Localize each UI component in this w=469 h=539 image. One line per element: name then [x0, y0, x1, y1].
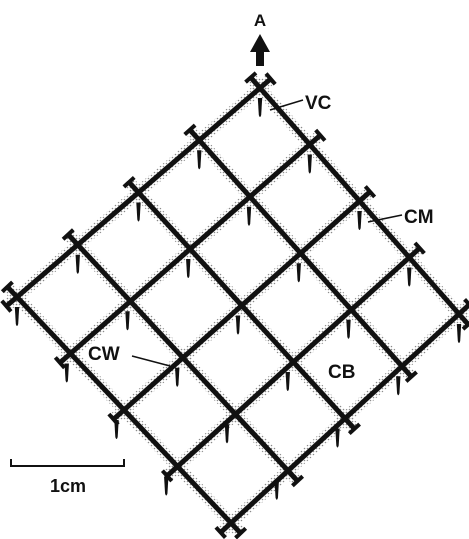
spike — [335, 428, 340, 448]
spike — [197, 150, 202, 170]
spike-mark — [64, 363, 69, 383]
line-end-cap — [0, 280, 14, 294]
direction-arrow: A — [250, 11, 270, 66]
spike — [136, 202, 141, 222]
spike — [357, 211, 362, 230]
grid-line — [218, 302, 469, 535]
spike-mark — [175, 367, 180, 387]
arrow-up-icon — [250, 34, 270, 66]
spike — [407, 267, 412, 287]
spike-mark — [246, 206, 252, 226]
spike-mark — [257, 98, 263, 117]
grid-line — [165, 246, 422, 478]
line-end-cap — [291, 474, 305, 488]
spike-mark — [296, 263, 301, 283]
grid-line — [111, 189, 372, 422]
spike-mark — [307, 154, 312, 174]
cb-label: CB — [328, 362, 355, 383]
spike-mark — [346, 319, 351, 339]
spike — [64, 363, 69, 383]
spike-mark — [224, 424, 230, 444]
spike — [307, 154, 312, 174]
spike — [456, 324, 462, 343]
line-end-cap — [160, 469, 174, 483]
spike-mark — [335, 428, 340, 448]
spike-mark — [357, 211, 362, 230]
arrow-label: A — [254, 11, 266, 30]
line-end-cap — [0, 299, 13, 313]
line-end-cap — [264, 72, 277, 86]
scale-bar: 1cm — [10, 459, 125, 496]
line-end-cap — [404, 370, 418, 383]
spike — [235, 315, 241, 335]
spike-mark — [407, 267, 412, 287]
leader-lines — [131, 99, 403, 367]
spike — [257, 98, 263, 117]
spike-mark — [197, 150, 202, 170]
scale-label: 1cm — [50, 476, 86, 496]
spike-mark — [274, 480, 279, 500]
crossbar-caps — [0, 71, 469, 539]
spike — [186, 259, 191, 278]
spike — [274, 480, 279, 500]
line-end-cap — [314, 128, 327, 142]
spike — [285, 372, 290, 391]
spike — [224, 424, 230, 444]
spike-mark — [125, 311, 130, 331]
line-end-cap — [363, 185, 377, 199]
line-end-cap — [183, 123, 197, 136]
line-end-cap — [347, 422, 361, 436]
line-end-cap — [122, 175, 136, 189]
scale-bar-line — [10, 459, 125, 467]
cm-leader-line — [367, 214, 403, 223]
spike — [175, 367, 180, 387]
spike-mark — [456, 324, 462, 343]
spike-mark — [285, 372, 290, 391]
vc-leader-line — [269, 99, 304, 111]
line-end-cap — [53, 356, 67, 370]
grid-line — [5, 285, 243, 535]
spike — [75, 254, 80, 274]
line-end-cap — [214, 525, 227, 539]
spike-mark — [14, 307, 20, 326]
spike — [14, 307, 20, 326]
cw-label: CW — [88, 344, 120, 365]
spike — [164, 476, 169, 496]
spike-mark — [396, 376, 401, 396]
spikes — [14, 98, 462, 500]
spike — [114, 420, 119, 439]
spike-mark — [75, 254, 80, 274]
line-end-cap — [61, 228, 75, 241]
spike — [125, 311, 130, 331]
vc-label: VC — [305, 93, 332, 114]
spike-mark — [136, 202, 141, 222]
cw-leader-line — [131, 355, 171, 367]
line-end-cap — [244, 71, 258, 84]
line-end-cap — [413, 241, 426, 255]
grid-line — [66, 232, 300, 483]
spike — [296, 263, 301, 283]
spike-mark — [164, 476, 169, 496]
spike — [396, 376, 401, 396]
spike-mark — [186, 259, 191, 278]
line-end-cap — [461, 321, 469, 331]
spike-mark — [235, 315, 241, 335]
spike-mark — [114, 420, 119, 439]
line-end-cap — [463, 298, 469, 308]
line-end-cap — [234, 526, 248, 539]
spike — [246, 206, 252, 226]
stippled-line-borders — [2, 73, 469, 538]
spike — [346, 319, 351, 339]
cm-label: CM — [404, 207, 434, 228]
grid-lines — [4, 75, 469, 535]
